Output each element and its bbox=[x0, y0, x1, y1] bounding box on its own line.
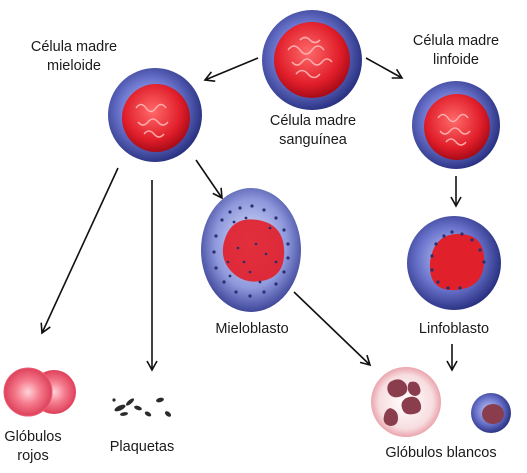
lymphoid-label: Célula madre linfoide bbox=[396, 32, 516, 70]
white-blood-cells bbox=[371, 367, 511, 437]
myeloid-stem-cell bbox=[108, 68, 202, 162]
myeloblast-label: Mieloblasto bbox=[215, 321, 289, 337]
red-cells-label: Glóbulos rojos bbox=[0, 428, 66, 466]
arrow-myeloid-to-red bbox=[40, 167, 119, 335]
arrows bbox=[40, 57, 462, 372]
lymphoid-stem-cell bbox=[412, 81, 500, 169]
red-cells-label-line2: rojos bbox=[17, 448, 49, 464]
myeloid-label-line1: Célula madre bbox=[30, 39, 118, 55]
platelets-label: Plaquetas bbox=[109, 439, 175, 455]
red-cells-label-line1: Glóbulos bbox=[4, 429, 62, 445]
stem-cell-label-line1: Célula madre bbox=[269, 113, 357, 129]
lymphoblast-cell bbox=[407, 216, 501, 310]
lymphoid-label-line1: Célula madre bbox=[412, 33, 500, 49]
red-blood-cells bbox=[3, 367, 76, 417]
platelets bbox=[112, 397, 172, 417]
lymphoblast-label: Linfoblasto bbox=[418, 321, 490, 337]
stem-cell-label: Célula madre sanguínea bbox=[249, 112, 377, 150]
myeloid-label-line2: mieloide bbox=[47, 58, 101, 74]
stem-cell-label-line2: sanguínea bbox=[279, 132, 347, 148]
myeloid-label: Célula madre mieloide bbox=[14, 38, 134, 76]
stem-cell bbox=[262, 10, 362, 110]
arrow-stem-to-lymphoid bbox=[365, 57, 404, 79]
lymphoid-label-line2: linfoide bbox=[433, 52, 479, 68]
arrow-stem-to-myeloid bbox=[203, 57, 259, 82]
arrow-myeloid-to-myeloblast bbox=[195, 159, 223, 200]
arrow-myeloblast-to-white bbox=[293, 291, 372, 367]
myeloblast-cell bbox=[201, 188, 301, 312]
white-cells-label: Glóbulos blancos bbox=[385, 445, 497, 461]
